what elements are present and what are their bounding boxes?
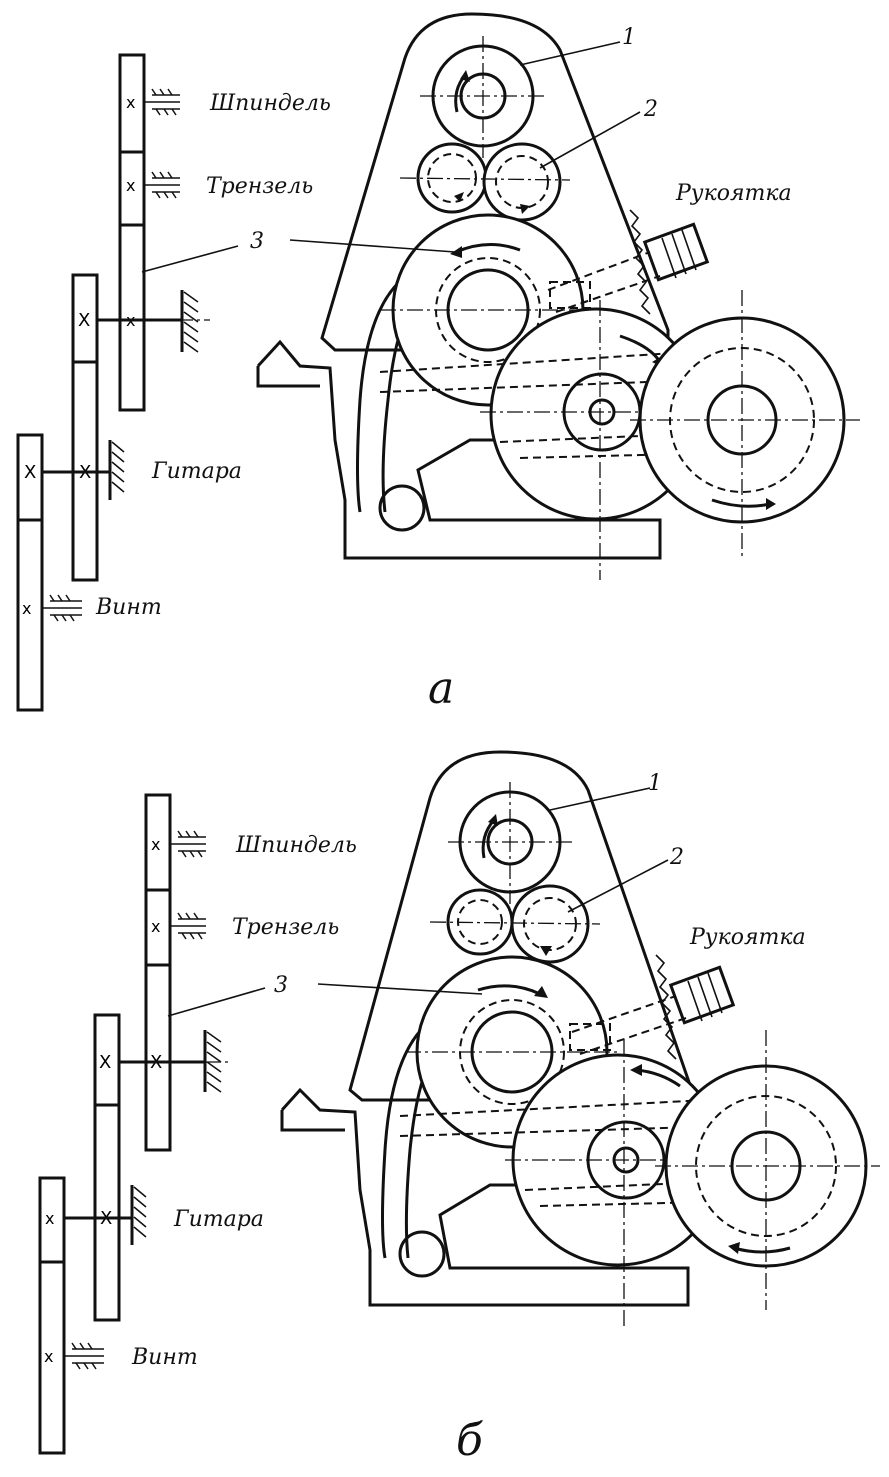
- callout-1-b: 1: [648, 771, 662, 796]
- callout-1-a: 1: [622, 25, 636, 50]
- gears-2-b: [429, 884, 601, 964]
- label-screw-a: Винт: [95, 595, 162, 620]
- svg-text:x: x: [45, 1209, 54, 1228]
- base-a: [256, 339, 662, 560]
- caption-a: а: [428, 663, 454, 714]
- svg-text:x: x: [151, 917, 160, 936]
- leader-3-schematic-a: [141, 245, 239, 273]
- leader-3-b: [317, 983, 483, 995]
- gear-1-a: [420, 36, 546, 158]
- svg-text:x: x: [22, 599, 31, 618]
- shaft-guitar-b: x X: [45, 1185, 147, 1245]
- svg-text:X: X: [99, 1052, 111, 1073]
- handle-b: [569, 965, 736, 1055]
- gear-column-screw: [16, 433, 44, 712]
- base-b: [280, 1087, 690, 1307]
- gear-column-guitar-b: [93, 1013, 121, 1322]
- gear-column-spindle-trenzel: [118, 53, 146, 412]
- gear-column-guitar: [71, 273, 99, 582]
- shaft-3-a: X x: [78, 290, 210, 353]
- gear-column-spindle-trenzel-b: [144, 793, 172, 1152]
- leader-2-b: [567, 859, 669, 913]
- gear-large-b: [399, 1040, 801, 1330]
- bearing-trenzel-b: x: [151, 912, 206, 940]
- bearing-spindle-a: x: [126, 88, 180, 116]
- mechanism-a: [256, 12, 860, 580]
- svg-text:X: X: [24, 462, 36, 483]
- leader-1-a: [519, 41, 621, 66]
- handle-a: [547, 222, 710, 313]
- shaft-guitar-a: X X: [24, 440, 125, 500]
- mechanism-b: [280, 750, 880, 1330]
- label-trenzel-a: Трензель: [206, 174, 313, 199]
- svg-text:x: x: [126, 176, 135, 195]
- bearing-trenzel-a: x: [126, 171, 180, 199]
- svg-text:x: x: [151, 835, 160, 854]
- gear-large-a: [379, 300, 781, 580]
- bearing-screw-b: x: [44, 1342, 104, 1370]
- label-guitar-a: Гитара: [151, 459, 242, 484]
- gear-column-screw-b: [38, 1176, 66, 1455]
- callout-3-a: 3: [250, 229, 264, 254]
- leader-1-b: [549, 787, 651, 811]
- callout-3-b: 3: [274, 973, 288, 998]
- label-screw-b: Винт: [131, 1345, 198, 1370]
- shaft-3-b: X X: [99, 1030, 232, 1093]
- callout-2-b: 2: [669, 845, 684, 870]
- gear-1-b: [448, 782, 572, 904]
- svg-text:x: x: [126, 93, 135, 112]
- label-spindle-a: Шпиндель: [209, 91, 331, 116]
- slot-pin-a: [378, 484, 426, 532]
- caption-b: б: [456, 1415, 483, 1466]
- label-spindle-b: Шпиндель: [235, 833, 357, 858]
- label-guitar-b: Гитара: [173, 1207, 264, 1232]
- schematic-b: x x X X x: [38, 793, 266, 1455]
- slot-pin-b: [398, 1230, 446, 1278]
- gear-right-a: [630, 290, 860, 560]
- svg-text:x: x: [44, 1347, 53, 1366]
- bearing-screw-a: x: [22, 594, 82, 622]
- housing-b: [348, 750, 692, 1102]
- label-handle-b: Рукоятка: [689, 925, 806, 950]
- svg-text:X: X: [78, 310, 90, 331]
- leader-2-a: [539, 111, 641, 169]
- label-handle-a: Рукоятка: [675, 181, 792, 206]
- gear-right-b: [655, 1030, 880, 1310]
- housing-a: [320, 12, 670, 352]
- gears-2-a: [399, 142, 571, 222]
- leader-3-schematic-b: [167, 987, 266, 1017]
- label-trenzel-b: Трензель: [232, 915, 339, 940]
- figure-a: x x X x X: [16, 12, 860, 714]
- figure-b: x x X X x: [38, 750, 880, 1466]
- callout-2-a: 2: [643, 97, 658, 122]
- schematic-a: x x X x X: [16, 53, 239, 712]
- bearing-spindle-b: x: [151, 830, 206, 858]
- leader-3-a: [289, 239, 456, 253]
